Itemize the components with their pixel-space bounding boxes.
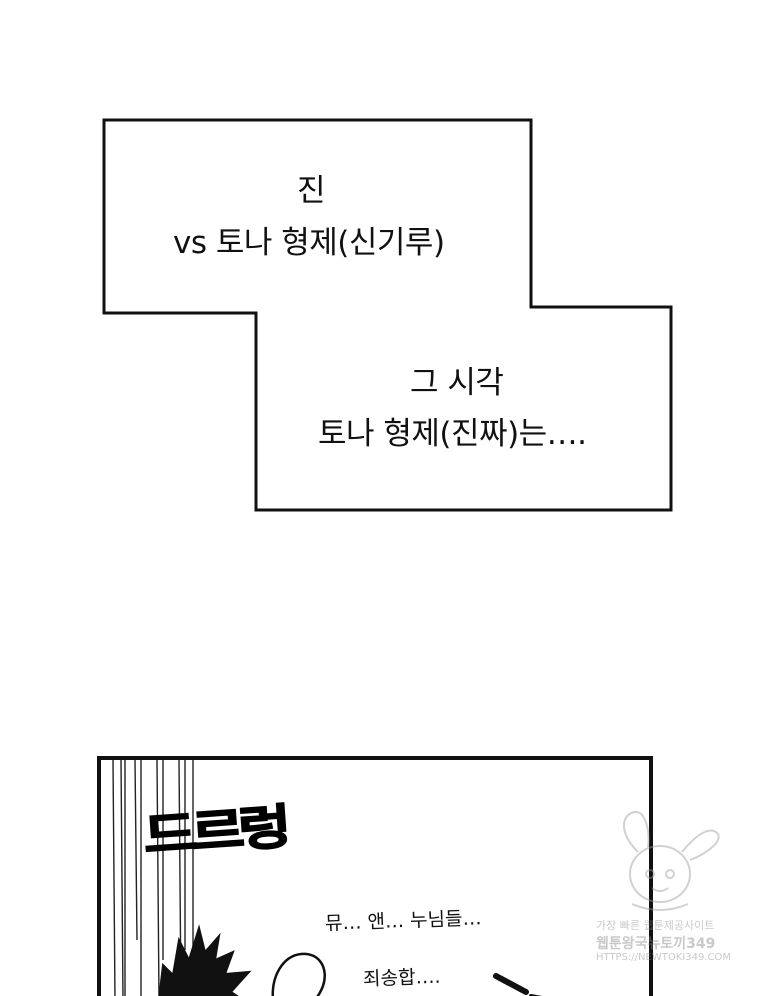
sleep-talk-line-2: 죄송합…. [362,965,441,991]
watermark-line-3: HTTPS://NEWTOKI349.COM [596,952,731,963]
caption-2-line-1: 그 시각 [410,365,504,401]
site-watermark: 가장 빠른 웹툰제공사이트 웹툰왕국뉴토끼349 HTTPS://NEWTOKI… [590,804,740,979]
sleep-talk-line-1: 뮤… 앤… 누님들… [324,907,482,935]
watermark-line-1: 가장 빠른 웹툰제공사이트 [596,919,715,932]
caption-1-line-1: 진 [297,173,326,209]
narration-caption-box: 진 vs 토나 형제(신기루) 그 시각 토나 형제(진짜)는…. [102,118,673,512]
caption-1-line-2: vs 토나 형제(신기루) [173,225,445,261]
caption-2-line-2: 토나 형제(진짜)는…. [318,416,587,452]
caption-box-outline [102,118,673,512]
panel-illustration [112,760,543,996]
comic-panel: 드르렁 뮤… 앤… 누님들… 죄송합…. [97,756,653,996]
snoring-sound-effect: 드르렁 [141,798,288,865]
rabbit-mascot-icon [623,810,720,911]
watermark-line-2: 웹툰왕국뉴토끼349 [596,936,716,952]
